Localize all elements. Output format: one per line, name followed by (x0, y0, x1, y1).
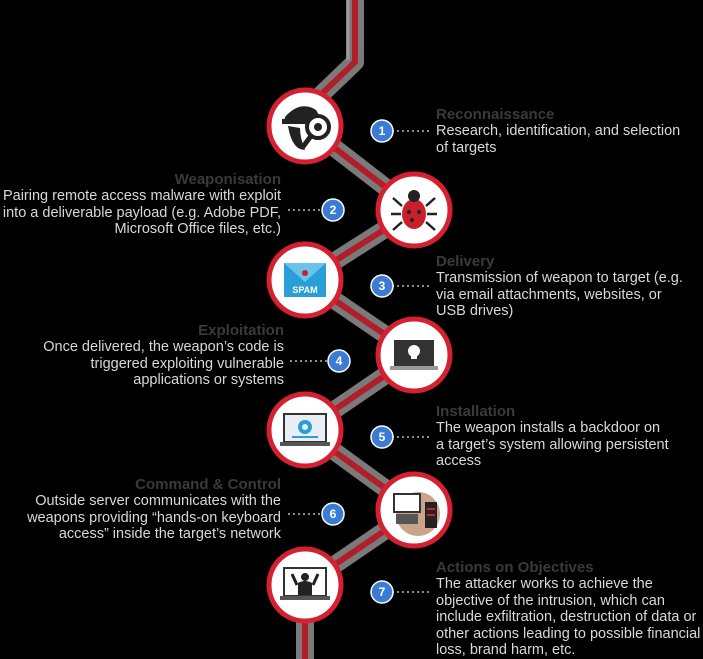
bug-icon (375, 171, 453, 249)
step-7-description: The attacker works to achieve the object… (436, 576, 701, 658)
svg-text:2: 2 (330, 203, 337, 217)
step-badge-3: 3 (370, 274, 394, 298)
step-1-description: Research, identification, and selection … (436, 123, 681, 156)
step-badge-7: 7 (370, 580, 394, 604)
leader-lines (288, 130, 432, 593)
step-badge-5: 5 (370, 425, 394, 449)
step-badge-2: 2 (321, 198, 345, 222)
spam-label: SPAM (292, 285, 317, 295)
step-badge-1: 1 (370, 119, 394, 143)
svg-text:6: 6 (330, 507, 337, 521)
spy-magnifier-icon (266, 87, 344, 165)
step-5-text: Installation The weapon installs a backd… (436, 404, 671, 470)
step-3-text: Delivery Transmission of weapon to targe… (436, 254, 686, 320)
svg-text:1: 1 (379, 124, 386, 138)
step-4-title: Exploitation (198, 322, 284, 339)
step-6-text: Command & Control Outside server communi… (0, 477, 281, 543)
step-4-text: Exploitation Once delivered, the weapon’… (20, 323, 284, 389)
step-badge-6: 6 (321, 502, 345, 526)
svg-text:7: 7 (379, 585, 386, 599)
step-7-text: Actions on Objectives The attacker works… (436, 560, 701, 659)
svg-text:5: 5 (379, 430, 386, 444)
step-2-description: Pairing remote access malware with explo… (2, 188, 281, 237)
gear-laptop-icon (266, 391, 344, 469)
hands-up-laptop-icon (266, 546, 344, 624)
step-2-title: Weaponisation (174, 171, 281, 188)
svg-text:4: 4 (336, 354, 343, 368)
step-7-title: Actions on Objectives (436, 559, 594, 576)
skull-laptop-icon (375, 316, 453, 394)
step-1-text: Reconnaissance Research, identification,… (436, 107, 686, 156)
step-3-title: Delivery (436, 253, 495, 270)
step-badges: 1 2 3 4 5 6 7 (321, 119, 394, 604)
svg-text:3: 3 (379, 279, 386, 293)
step-6-title: Command & Control (135, 476, 281, 493)
step-1-title: Reconnaissance (436, 106, 555, 123)
step-4-description: Once delivered, the weapon’s code is tri… (43, 339, 284, 388)
step-badge-4: 4 (327, 349, 351, 373)
step-5-description: The weapon installs a backdoor on a targ… (436, 420, 669, 469)
server-globe-icon (375, 471, 453, 549)
spam-email-icon: SPAM (266, 241, 344, 319)
step-6-description: Outside server communicates with the wea… (27, 493, 281, 542)
step-2-text: Weaponisation Pairing remote access malw… (0, 172, 281, 238)
step-3-description: Transmission of weapon to target (e.g. v… (436, 270, 683, 319)
step-5-title: Installation (436, 403, 516, 420)
